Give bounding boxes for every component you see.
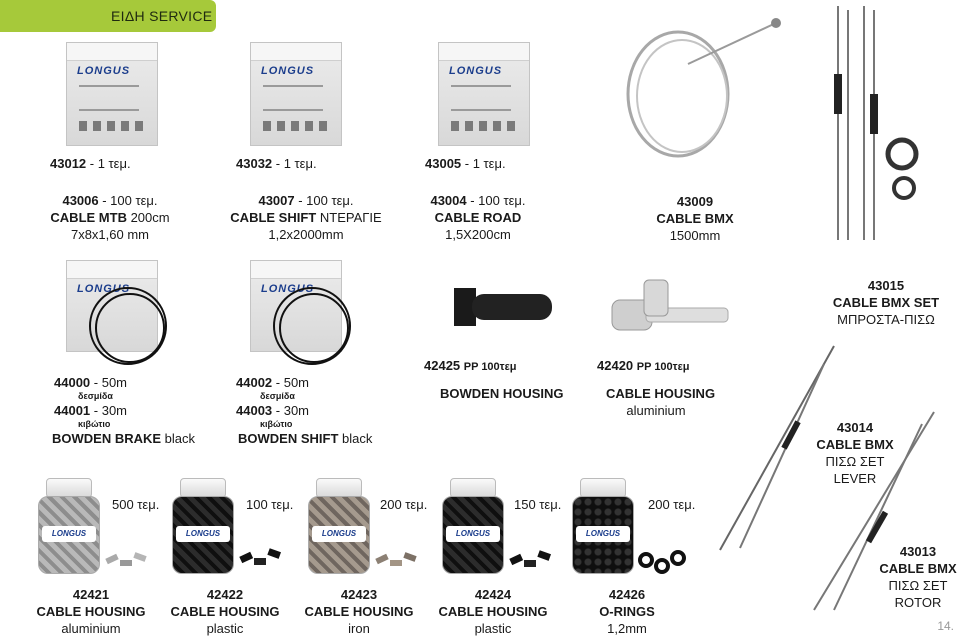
product-bmx-rear-rotor: 43013 CABLE BMX ΠΙΣΩ ΣΕΤ ROTOR [879, 544, 957, 610]
jar-image: LONGUS [308, 478, 370, 574]
housing-box-image: LONGUS [250, 260, 342, 352]
cable-box-image: LONGUS [438, 42, 530, 146]
unit-line: 43032 - 1 τεμ. [236, 156, 317, 171]
bmx-cable-coil-image [626, 18, 781, 158]
section-banner: ΕΙΔΗ SERVICE [0, 0, 216, 32]
housing-box-image: LONGUS [66, 260, 158, 352]
jar-qty: 200 τεμ. [648, 497, 696, 512]
product-bmx-rear-lever: 43014 CABLE BMX ΠΙΣΩ ΣΕΤ LEVER [816, 420, 894, 486]
unit-line: 43012 - 1 τεμ. [50, 156, 131, 171]
bowden-housing-cap-image [454, 288, 552, 326]
housing-coil-image [273, 287, 351, 365]
product-cable-housing-alu: CABLE HOUSING aluminium [606, 386, 716, 418]
bowden-housing-name: BOWDEN HOUSING [440, 386, 564, 401]
bowden-housing-pack: 42425 PP 100τεμ [424, 358, 517, 373]
product-cable-shift: 43007 - 100 τεμ. CABLE SHIFT ΝΤΕΡΑΓΙΕ 1,… [230, 193, 382, 242]
jar-image: LONGUS [442, 478, 504, 574]
ferrules-image [509, 550, 552, 567]
jar-image: LONGUS [172, 478, 234, 574]
jar-image: LONGUS [38, 478, 100, 574]
o-rings-image [638, 550, 686, 574]
product-cable-bmx-set: 43015 CABLE BMX SET ΜΠΡΟΣΤΑ-ΠΙΣΩ [832, 278, 940, 327]
product-cable-bmx: 43009 CABLE BMX 1500mm [656, 194, 734, 243]
jar-qty: 150 τεμ. [514, 497, 562, 512]
ferrules-image [105, 552, 147, 566]
section-title: ΕΙΔΗ SERVICE [111, 8, 213, 24]
jar-qty: 500 τεμ. [112, 497, 160, 512]
housing-coil-image [89, 287, 167, 365]
bmx-cable-set-image [834, 6, 919, 240]
jar-qty: 200 τεμ. [380, 497, 428, 512]
cable-box-image: LONGUS [66, 42, 158, 146]
alu-housing-cap-image [611, 279, 729, 331]
product-bowden-shift: 44002 - 50m δεσμίδα 44003 - 30m κιβώτιο … [236, 375, 373, 446]
product-bowden-brake: 44000 - 50m δεσμίδα 44001 - 30m κιβώτιο … [52, 375, 196, 446]
unit-line: 43005 - 1 τεμ. [425, 156, 506, 171]
cable-box-image: LONGUS [250, 42, 342, 146]
alu-housing-pack: 42420 PP 100τεμ [597, 358, 690, 373]
product-cable-mtb: 43006 - 100 τεμ. CABLE MTB 200cm 7x8x1,6… [50, 193, 170, 242]
ferrules-image [375, 552, 417, 566]
bmx-rear-cables-image [719, 345, 935, 611]
page-number: 14. [937, 619, 954, 633]
jar-qty: 100 τεμ. [246, 497, 294, 512]
product-cable-road: 43004 - 100 τεμ. CABLE ROAD 1,5X200cm [430, 193, 526, 242]
jar-image: LONGUS [572, 478, 634, 574]
ferrules-image [239, 548, 282, 565]
